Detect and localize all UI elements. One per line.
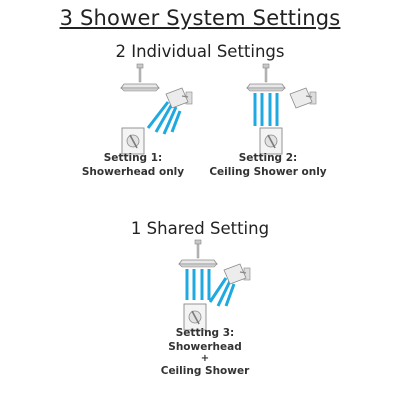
water-rain <box>185 269 211 300</box>
ceiling-arm <box>136 63 144 83</box>
wall-showerhead-icon <box>165 87 193 109</box>
setting-1-desc: Showerhead only <box>81 166 185 178</box>
page-title: 3 Shower System Settings <box>59 6 341 30</box>
water-spray <box>146 101 182 135</box>
setting-2-name: Setting 2: <box>238 152 298 164</box>
setting-1-name: Setting 1: <box>103 152 163 164</box>
setting-3-line1: Showerhead <box>168 341 242 353</box>
individual-settings-heading: 2 Individual Settings <box>115 42 285 61</box>
wall-showerhead-icon <box>289 87 317 109</box>
ceiling-showerhead-icon <box>178 259 218 268</box>
valve-trim-icon <box>259 127 283 155</box>
ceiling-arm <box>262 63 270 83</box>
setting-2-diagram <box>246 63 317 155</box>
valve-trim-icon <box>121 127 145 155</box>
setting-3-label: Setting 3: Showerhead + Ceiling Shower <box>150 326 260 378</box>
setting-1-label: Setting 1: Showerhead only <box>78 151 188 179</box>
ceiling-showerhead-icon <box>120 83 160 92</box>
setting-3-diagram <box>178 239 251 331</box>
setting-3-name: Setting 3: <box>175 327 235 339</box>
shared-setting-heading: 1 Shared Setting <box>130 219 270 238</box>
valve-trim-icon <box>183 303 207 331</box>
setting-3-line2: Ceiling Shower <box>160 365 250 377</box>
setting-2-desc: Ceiling Shower only <box>209 166 327 178</box>
setting-1-diagram <box>120 63 193 155</box>
ceiling-showerhead-icon <box>246 83 286 92</box>
plus-sign: + <box>200 353 210 364</box>
setting-2-label: Setting 2: Ceiling Shower only <box>208 151 328 179</box>
water-spray <box>208 277 236 307</box>
wall-showerhead-icon <box>223 263 251 285</box>
water-rain <box>253 93 279 126</box>
ceiling-arm <box>194 239 202 259</box>
